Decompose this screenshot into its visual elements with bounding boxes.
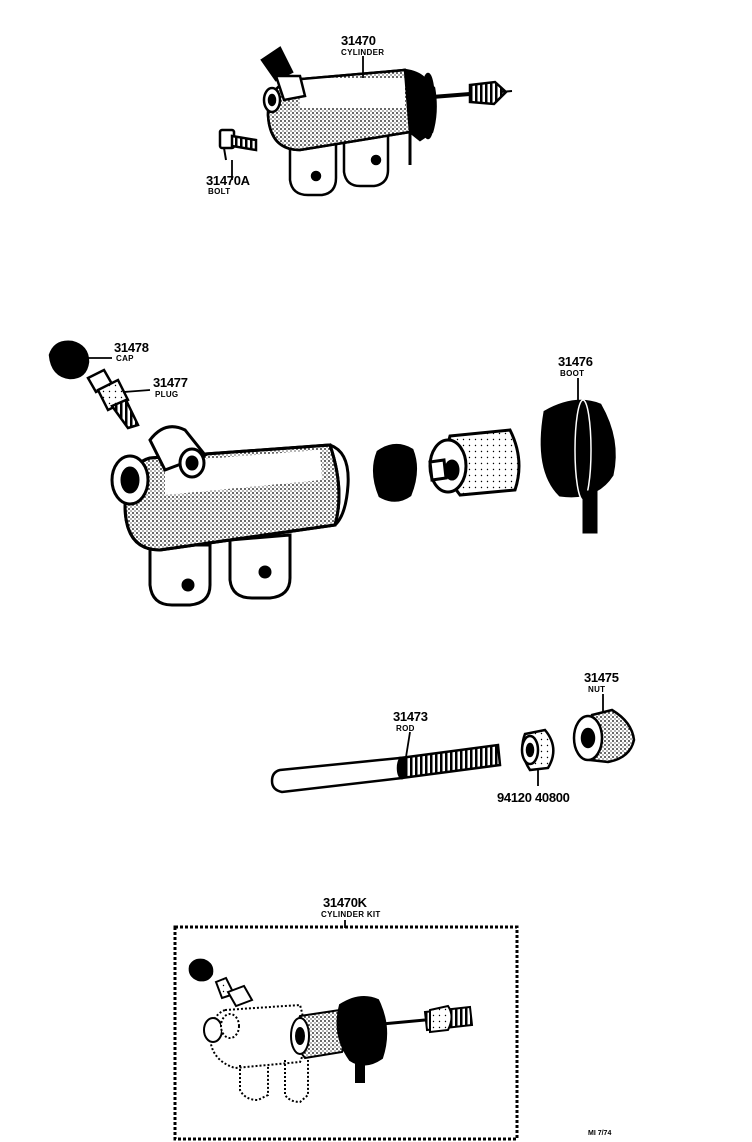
part-labels: 31470 CYLINDER 31470A BOLT 31478 CAP 314… (114, 33, 619, 1137)
boot-name-label: BOOT (560, 369, 584, 378)
cap-part (48, 340, 90, 380)
cylinder-body-exploded (110, 425, 350, 607)
reference-code: MI 7/74 (588, 1130, 611, 1137)
leader-lines (88, 56, 604, 928)
cylinder-name-label: CYLINDER (341, 48, 384, 57)
rod-part (270, 743, 502, 794)
boot-part (540, 399, 616, 534)
nut-name-label: NUT (588, 685, 605, 694)
nut-number-label: 31475 (584, 670, 619, 685)
cap-number-label: 31478 (114, 340, 149, 355)
cap-name-label: CAP (116, 354, 134, 363)
washer-number-label: 94120 40800 (497, 790, 570, 805)
kit-name-label: CYLINDER KIT (321, 910, 381, 919)
kit-number-label: 31470K (323, 895, 368, 910)
cylinder-assembly (260, 46, 513, 197)
boot-number-label: 31476 (558, 354, 593, 369)
plug-part (86, 368, 140, 430)
cylinder-kit-box (173, 925, 519, 1141)
bolt-name-label: BOLT (208, 187, 230, 196)
cylinder-number-label: 31470 (341, 33, 376, 48)
bolt-part (218, 128, 258, 161)
piston-cup-part (373, 444, 417, 502)
washer-part (520, 728, 555, 772)
plug-name-label: PLUG (155, 390, 178, 399)
plug-number-label: 31477 (153, 375, 188, 390)
bolt-number-label: 31470A (206, 173, 251, 188)
kit-contents (188, 958, 474, 1104)
rod-number-label: 31473 (393, 709, 428, 724)
nut-part (572, 708, 636, 764)
piston-part (428, 428, 521, 497)
rod-name-label: ROD (396, 724, 415, 733)
